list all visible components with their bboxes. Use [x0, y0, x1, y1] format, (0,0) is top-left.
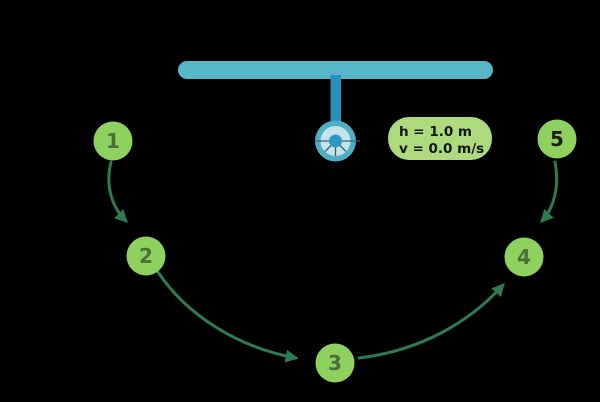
state-label: h = 1.0 m v = 0.0 m/s [388, 117, 492, 160]
position-marker-2: 2 [126, 236, 166, 276]
arrow-2-to-3 [156, 270, 299, 363]
position-marker-number: 5 [550, 127, 564, 151]
position-marker-circle [504, 237, 544, 277]
position-marker-1: 1 [93, 121, 133, 161]
state-label-background [388, 117, 492, 160]
arrow-5-to-4 [540, 160, 559, 223]
arrow-1-to-2 [107, 160, 128, 223]
position-marker-number: 4 [517, 245, 531, 269]
position-marker-number: 1 [106, 129, 120, 153]
position-marker-5: 5 [537, 119, 577, 159]
position-marker-number: 3 [328, 351, 342, 375]
position-marker-circle [315, 343, 355, 383]
position-marker-circle [93, 121, 133, 161]
pivot-wheel [315, 120, 360, 162]
position-marker-circle [126, 236, 166, 276]
position-marker-circle [537, 119, 577, 159]
velocity-readout: v = 0.0 m/s [399, 141, 484, 157]
position-marker-3: 3 [315, 343, 355, 383]
support-bar [178, 61, 493, 79]
height-readout: h = 1.0 m [399, 124, 472, 140]
position-marker-4: 4 [504, 237, 544, 277]
pivot-hub [329, 134, 342, 148]
position-marker-number: 2 [139, 244, 153, 268]
arrow-3-to-4 [357, 283, 505, 360]
pendulum-rod [330, 75, 341, 125]
